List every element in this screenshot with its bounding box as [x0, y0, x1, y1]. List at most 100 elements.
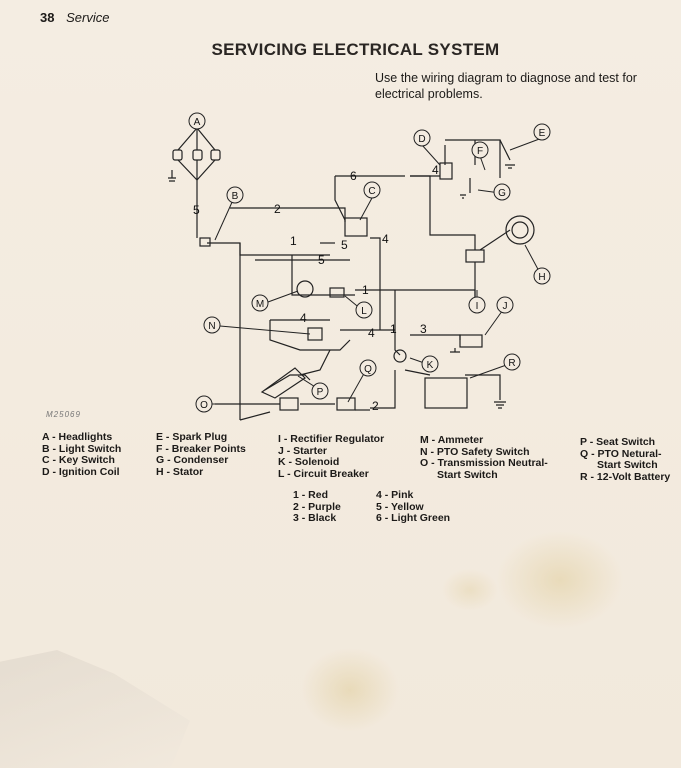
svg-text:B: B [232, 191, 239, 202]
legend-column-3: I - Rectifier Regulator J - Starter K - … [278, 433, 385, 480]
transmission-switch-body [279, 397, 299, 411]
wire-label-6: 6 [350, 169, 357, 183]
callout-m: M [251, 294, 269, 312]
callout-k: K [421, 355, 439, 373]
callout-b: B [226, 186, 244, 204]
callout-o: O [195, 395, 213, 413]
wire-label-1: 1 [362, 283, 369, 297]
wire-color-key-right: 4 - Pink 5 - Yellow 6 - Light Green [376, 489, 451, 525]
svg-text:D: D [418, 134, 425, 145]
legend-item: N - PTO Safety Switch [420, 445, 530, 458]
svg-text:I: I [476, 301, 479, 312]
svg-text:Q: Q [364, 364, 372, 375]
legend-item: P - Seat Switch [580, 436, 656, 448]
components [172, 149, 535, 411]
circuit-breaker-body [329, 287, 345, 298]
legend-item: Q - PTO Netural- [580, 447, 662, 460]
wire-label-4: 4 [368, 326, 375, 340]
page-title: SERVICING ELECTRICAL SYSTEM [211, 40, 500, 59]
wire-label-5: 5 [341, 238, 348, 252]
wire-label-5: 5 [318, 253, 325, 267]
wire-color-key-left: 1 - Red 2 - Purple 3 - Black [293, 489, 341, 525]
wire-label-5: 5 [193, 203, 200, 217]
legend-column-1: A - Headlights B - Light Switch C - Key … [42, 431, 122, 478]
callout-f: F [471, 141, 489, 159]
wire-number-labels: 5 2 6 4 1 5 4 5 1 4 4 1 3 2 [193, 163, 439, 413]
callout-a: A [188, 112, 206, 130]
svg-text:F: F [477, 146, 483, 157]
legend-item: J - Starter [278, 444, 328, 457]
legend-item: E - Spark Plug [156, 431, 228, 443]
legend-item: H - Stator [156, 465, 204, 478]
svg-text:H: H [538, 272, 545, 283]
legend-item: L - Circuit Breaker [278, 467, 369, 480]
pto-neutral-switch-body [336, 397, 356, 411]
wire-label-4: 4 [382, 232, 389, 246]
legend-column-2: E - Spark Plug F - Breaker Points G - Co… [156, 431, 246, 478]
wire-label-1: 1 [290, 234, 297, 248]
legend-item: G - Condenser [156, 454, 229, 466]
figure-code: M25069 [46, 410, 81, 419]
legend-item-continuation: Start Switch [597, 459, 658, 471]
callout-g: G [493, 183, 511, 201]
svg-text:E: E [539, 128, 546, 139]
legend-column-5: P - Seat Switch Q - PTO Netural- Start S… [580, 436, 671, 483]
headlight-bulb [192, 149, 203, 161]
svg-text:P: P [317, 387, 324, 398]
callout-q: Q [359, 359, 377, 377]
ammeter-body [296, 280, 314, 298]
svg-text:J: J [503, 301, 508, 312]
callout-i: I [468, 296, 486, 314]
legend-item: A - Headlights [42, 431, 113, 443]
headlight-bulb [172, 149, 183, 161]
wire-color-item: 1 - Red [293, 489, 329, 501]
legend-item: R - 12-Volt Battery [580, 470, 671, 483]
battery-body [424, 377, 468, 409]
svg-text:A: A [194, 117, 201, 128]
legend-item: K - Solenoid [278, 456, 340, 468]
solenoid-body [393, 349, 407, 363]
callout-lines [212, 137, 543, 405]
stator-inner [511, 221, 529, 239]
svg-text:M: M [256, 299, 264, 310]
svg-text:C: C [368, 186, 375, 197]
svg-text:L: L [361, 306, 367, 317]
wire-label-4: 4 [432, 163, 439, 177]
callout-labels: A B C D E F G H I J K L M N O P Q R [188, 112, 551, 413]
pto-safety-switch-body [307, 327, 323, 341]
starter-body [459, 334, 483, 348]
legend-item: C - Key Switch [42, 454, 115, 466]
callout-n: N [203, 316, 221, 334]
legend-item: O - Transmission Neutral- [420, 457, 548, 469]
page-header: 38 Service [40, 10, 109, 25]
callout-e: E [533, 123, 551, 141]
svg-text:R: R [508, 358, 515, 369]
legend-item: D - Ignition Coil [42, 465, 120, 478]
svg-text:O: O [200, 400, 208, 411]
legend-item-continuation: Start Switch [437, 468, 498, 481]
callout-p: P [311, 382, 329, 400]
svg-text:N: N [208, 321, 215, 332]
wire-label-2: 2 [372, 399, 379, 413]
callout-c: C [363, 181, 381, 199]
callout-r: R [503, 353, 521, 371]
key-switch-body [344, 217, 368, 237]
wire-color-item: 6 - Light Green [376, 512, 451, 524]
legend-item: B - Light Switch [42, 442, 122, 455]
wire-color-item: 5 - Yellow [376, 500, 424, 513]
stator-ring [505, 215, 535, 245]
ignition-coil-body [439, 162, 453, 180]
wire-color-item: 2 - Purple [293, 500, 341, 513]
legend-item: I - Rectifier Regulator [278, 433, 385, 445]
wire-label-4: 4 [300, 311, 307, 325]
seat-switch-body [260, 367, 306, 399]
legend-item: F - Breaker Points [156, 442, 246, 455]
wire-label-2: 2 [274, 202, 281, 216]
rectifier-body [465, 249, 485, 263]
svg-text:G: G [498, 188, 506, 199]
wires [168, 127, 515, 421]
callout-j: J [496, 296, 514, 314]
wire-color-item: 4 - Pink [376, 489, 414, 501]
